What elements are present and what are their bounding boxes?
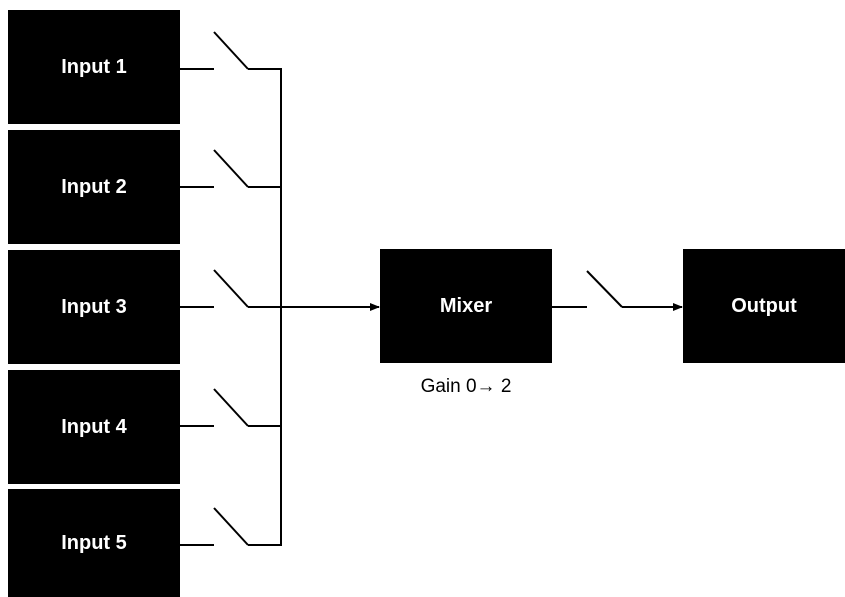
mixer-block: Mixer [380, 249, 552, 363]
input-1-block: Input 1 [8, 10, 180, 124]
input-5-block: Input 5 [8, 489, 180, 597]
input-2-block: Input 2 [8, 130, 180, 244]
output-block: Output [683, 249, 845, 363]
input-3-switch [180, 269, 281, 308]
output-label: Output [731, 294, 797, 317]
input-5-switch [180, 507, 281, 546]
input-1-label: Input 1 [61, 55, 127, 78]
input-1-switch [180, 31, 281, 70]
input-5-label: Input 5 [61, 531, 127, 554]
mixer-gain-label: Gain 0→ 2 [420, 376, 512, 397]
mixer-label: Mixer [439, 294, 493, 317]
input-2-label: Input 2 [61, 175, 127, 198]
input-2-switch [180, 149, 281, 188]
input-4-switch [180, 388, 281, 427]
input-4-label: Input 4 [61, 415, 127, 438]
input-3-block: Input 3 [8, 250, 180, 364]
output-switch [552, 270, 683, 311]
input-3-label: Input 3 [61, 295, 127, 318]
input-4-block: Input 4 [8, 370, 180, 484]
